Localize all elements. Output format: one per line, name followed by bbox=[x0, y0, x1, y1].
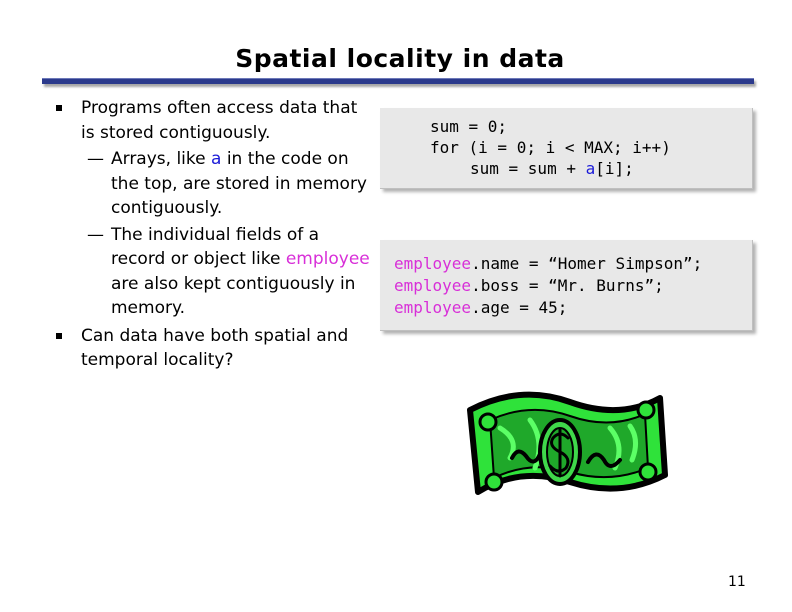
employee-code-block: employee.name = “Homer Simpson”; employe… bbox=[380, 240, 753, 331]
sub-bullet-text: The individual fields of a record or obj… bbox=[111, 224, 320, 270]
sub-bullet-item: The individual fields of a record or obj… bbox=[52, 223, 372, 321]
sub-bullet-text: in the code on the top, are stored in me… bbox=[111, 149, 367, 218]
array-variable: a bbox=[211, 149, 222, 169]
sub-bullet-item: Arrays, like a in the code on the top, a… bbox=[52, 147, 372, 221]
bullet-item: Can data have both spatial and temporal … bbox=[52, 324, 372, 373]
array-code-block: sum = 0; for (i = 0; i < MAX; i++) sum =… bbox=[380, 108, 753, 189]
code-text: .age = 45; bbox=[471, 298, 568, 317]
sub-bullet-text: Arrays, like bbox=[111, 149, 211, 169]
dollar-bill-icon bbox=[467, 391, 668, 495]
code-line: sum = sum + a[i]; bbox=[470, 158, 634, 180]
title-divider bbox=[42, 78, 754, 84]
employee-variable: employee bbox=[394, 276, 472, 295]
array-variable: a bbox=[585, 159, 596, 178]
bullet-text: Programs often access data that is store… bbox=[81, 98, 358, 143]
code-line: employee.age = 45; bbox=[394, 297, 567, 319]
employee-variable: employee bbox=[394, 298, 472, 317]
page-number: 11 bbox=[728, 574, 746, 590]
bullet-text: Can data have both spatial and temporal … bbox=[81, 325, 349, 371]
page-title: Spatial locality in data bbox=[235, 44, 565, 73]
code-line: employee.boss = “Mr. Burns”; bbox=[394, 275, 664, 297]
bullet-item: Programs often access data that is store… bbox=[52, 96, 372, 145]
code-line: for (i = 0; i < MAX; i++) bbox=[430, 138, 671, 157]
code-text: sum = sum + bbox=[470, 159, 586, 178]
employee-variable: employee bbox=[394, 254, 472, 273]
code-text: [i]; bbox=[595, 159, 634, 178]
sub-bullet-text: are also kept contiguously in memory. bbox=[111, 273, 356, 319]
code-text: .boss = “Mr. Burns”; bbox=[471, 276, 664, 295]
code-line: employee.name = “Homer Simpson”; bbox=[394, 253, 702, 275]
code-line: sum = 0; bbox=[430, 117, 508, 136]
employee-variable: employee bbox=[285, 249, 370, 269]
code-text: .name = “Homer Simpson”; bbox=[471, 254, 703, 273]
bullet-list: Programs often access data that is store… bbox=[52, 96, 372, 373]
